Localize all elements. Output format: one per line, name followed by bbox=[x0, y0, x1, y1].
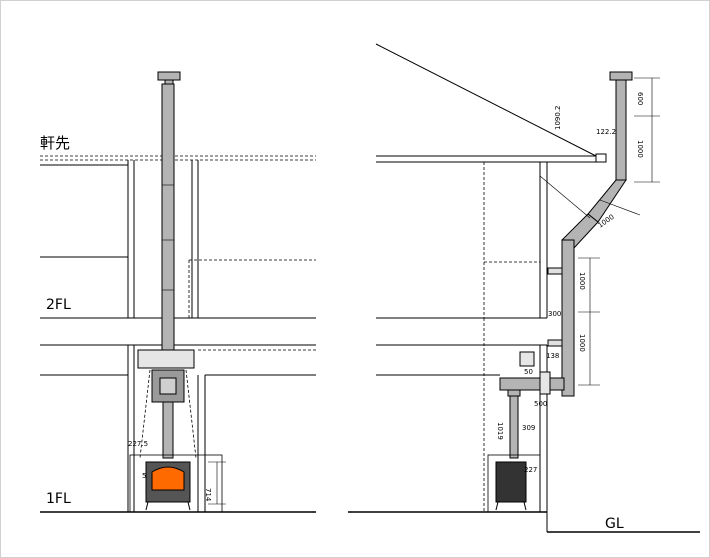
flue-pipe bbox=[162, 401, 174, 459]
chimney-cap bbox=[157, 71, 181, 81]
horizontal-flue bbox=[499, 377, 565, 391]
label-gl: GL bbox=[605, 516, 624, 532]
stove-leg bbox=[495, 501, 499, 511]
dim-line bbox=[539, 175, 591, 219]
dim-500: 500 bbox=[534, 400, 547, 408]
wall-sleeve bbox=[539, 371, 551, 395]
dim-309: 309 bbox=[522, 424, 535, 432]
dim-227: 227.5 bbox=[128, 440, 148, 448]
dim-line bbox=[599, 199, 641, 216]
dim-1000d: 1000 bbox=[578, 334, 586, 352]
wood-stove bbox=[495, 461, 527, 503]
right-elevation: GL 1090.2 122.2 600 1000 bbox=[348, 43, 700, 533]
left-elevation: 714 227.5 5 軒先 2FL 1FL bbox=[40, 71, 316, 513]
dim-1000a: 1000 bbox=[636, 140, 644, 158]
stove-leg bbox=[187, 501, 191, 511]
flue-pipe bbox=[509, 395, 519, 459]
hearth-outline bbox=[129, 454, 223, 513]
chimney-pipe bbox=[161, 83, 175, 355]
dim-300: 300 bbox=[548, 310, 561, 318]
dim-138: 138 bbox=[546, 352, 559, 360]
wall-bracket bbox=[547, 267, 563, 275]
stove-leg bbox=[145, 501, 149, 511]
elbow-joint bbox=[507, 389, 521, 397]
dim-1090: 1090.2 bbox=[554, 106, 562, 131]
ceiling-support bbox=[137, 349, 195, 369]
connector-fitting-inner bbox=[159, 377, 177, 395]
clearance-line bbox=[185, 369, 197, 459]
dim-122: 122.2 bbox=[596, 128, 616, 136]
eaves-end bbox=[595, 153, 607, 163]
dim-1000c: 1000 bbox=[578, 272, 586, 290]
roof-slope bbox=[375, 43, 597, 157]
dim-714: 714 bbox=[204, 488, 212, 502]
label-eaves: 軒先 bbox=[40, 134, 70, 152]
dim-227: 227 bbox=[524, 466, 537, 474]
label-1fl: 1FL bbox=[46, 491, 71, 507]
stove-leg bbox=[523, 501, 527, 511]
dim-1019: 1019 bbox=[496, 422, 504, 440]
wall-thimble bbox=[519, 351, 535, 367]
dim-5: 5 bbox=[142, 472, 146, 480]
chimney-pipe-top bbox=[615, 79, 627, 181]
dim-50: 50 bbox=[524, 368, 533, 376]
label-2fl: 2FL bbox=[46, 297, 71, 313]
stove-fire-window bbox=[151, 466, 185, 491]
chimney-pipe-vertical bbox=[561, 239, 575, 397]
hearth-outline bbox=[487, 454, 541, 513]
dim-600: 600 bbox=[636, 92, 644, 105]
chimney-cap-neck bbox=[164, 79, 174, 85]
wall-bracket bbox=[547, 339, 563, 347]
chimney-cap bbox=[609, 71, 633, 81]
